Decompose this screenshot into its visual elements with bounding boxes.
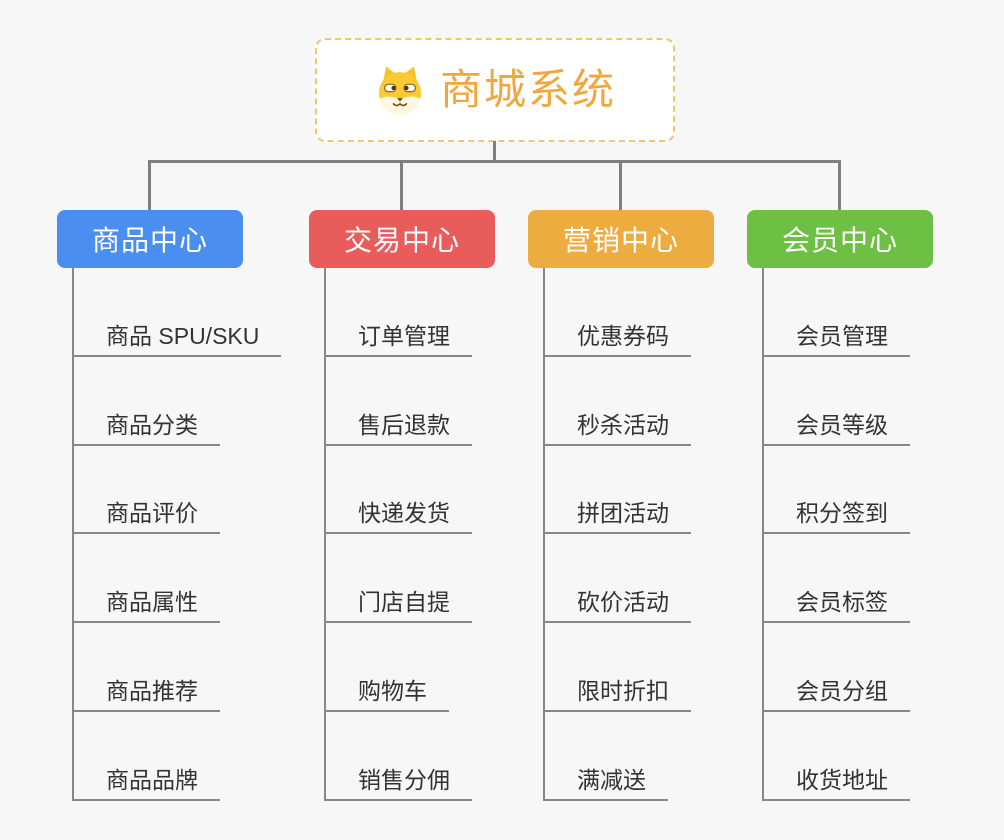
- topic-item[interactable]: 满减送: [545, 712, 668, 801]
- topic-item[interactable]: 拼团活动: [545, 446, 691, 535]
- topic-item[interactable]: 购物车: [326, 623, 449, 712]
- topic-item[interactable]: 门店自提: [326, 534, 472, 624]
- topic-item[interactable]: 商品推荐: [74, 623, 220, 712]
- branch-items-product-center: 商品 SPU/SKU 商品分类 商品评价 商品属性 商品推荐 商品品牌: [72, 268, 282, 801]
- topic-item[interactable]: 砍价活动: [545, 534, 691, 624]
- topic-item[interactable]: 商品品牌: [74, 712, 220, 801]
- branch-label: 会员中心: [781, 225, 898, 256]
- topic-item[interactable]: 销售分佣: [326, 712, 472, 801]
- topic-item[interactable]: 收货地址: [764, 712, 910, 801]
- topic-item[interactable]: 商品属性: [74, 534, 220, 624]
- branch-node-member-center[interactable]: 会员中心: [747, 210, 933, 268]
- branch-items-marketing-center: 优惠券码 秒杀活动 拼团活动 砍价活动 限时折扣 满减送: [543, 268, 691, 801]
- root-node[interactable]: 商城系统: [315, 38, 675, 142]
- branch-label: 交易中心: [343, 225, 460, 256]
- connector-bus: [148, 160, 841, 163]
- branch-node-product-center[interactable]: 商品中心: [57, 210, 243, 268]
- connector-drop-marketing: [619, 160, 622, 210]
- connector-drop-product: [148, 160, 151, 210]
- branch-items-member-center: 会员管理 会员等级 积分签到 会员标签 会员分组 收货地址: [762, 268, 910, 801]
- topic-item[interactable]: 快递发货: [326, 446, 472, 535]
- topic-item[interactable]: 会员管理: [764, 268, 910, 357]
- topic-item[interactable]: 商品评价: [74, 446, 220, 535]
- topic-item[interactable]: 商品 SPU/SKU: [74, 268, 282, 357]
- connector-root-stub: [493, 141, 496, 163]
- branch-label: 商品中心: [91, 225, 208, 256]
- topic-item[interactable]: 积分签到: [764, 446, 910, 535]
- connector-drop-member: [838, 160, 841, 210]
- topic-item[interactable]: 订单管理: [326, 268, 472, 357]
- topic-item[interactable]: 会员等级: [764, 357, 910, 446]
- topic-item[interactable]: 会员分组: [764, 623, 910, 712]
- topic-item[interactable]: 优惠券码: [545, 268, 691, 357]
- topic-item[interactable]: 售后退款: [326, 357, 472, 446]
- branch-node-marketing-center[interactable]: 营销中心: [528, 210, 714, 268]
- root-title: 商城系统: [439, 66, 616, 113]
- branch-label: 营销中心: [562, 225, 679, 256]
- topic-item[interactable]: 限时折扣: [545, 623, 691, 712]
- branch-items-trade-center: 订单管理 售后退款 快递发货 门店自提 购物车 销售分佣: [324, 268, 472, 801]
- branch-node-trade-center[interactable]: 交易中心: [309, 210, 495, 268]
- topic-item[interactable]: 秒杀活动: [545, 357, 691, 446]
- connector-drop-trade: [400, 160, 403, 210]
- doge-face-icon: [378, 66, 422, 115]
- topic-item[interactable]: 会员标签: [764, 534, 910, 624]
- topic-item[interactable]: 商品分类: [74, 357, 220, 446]
